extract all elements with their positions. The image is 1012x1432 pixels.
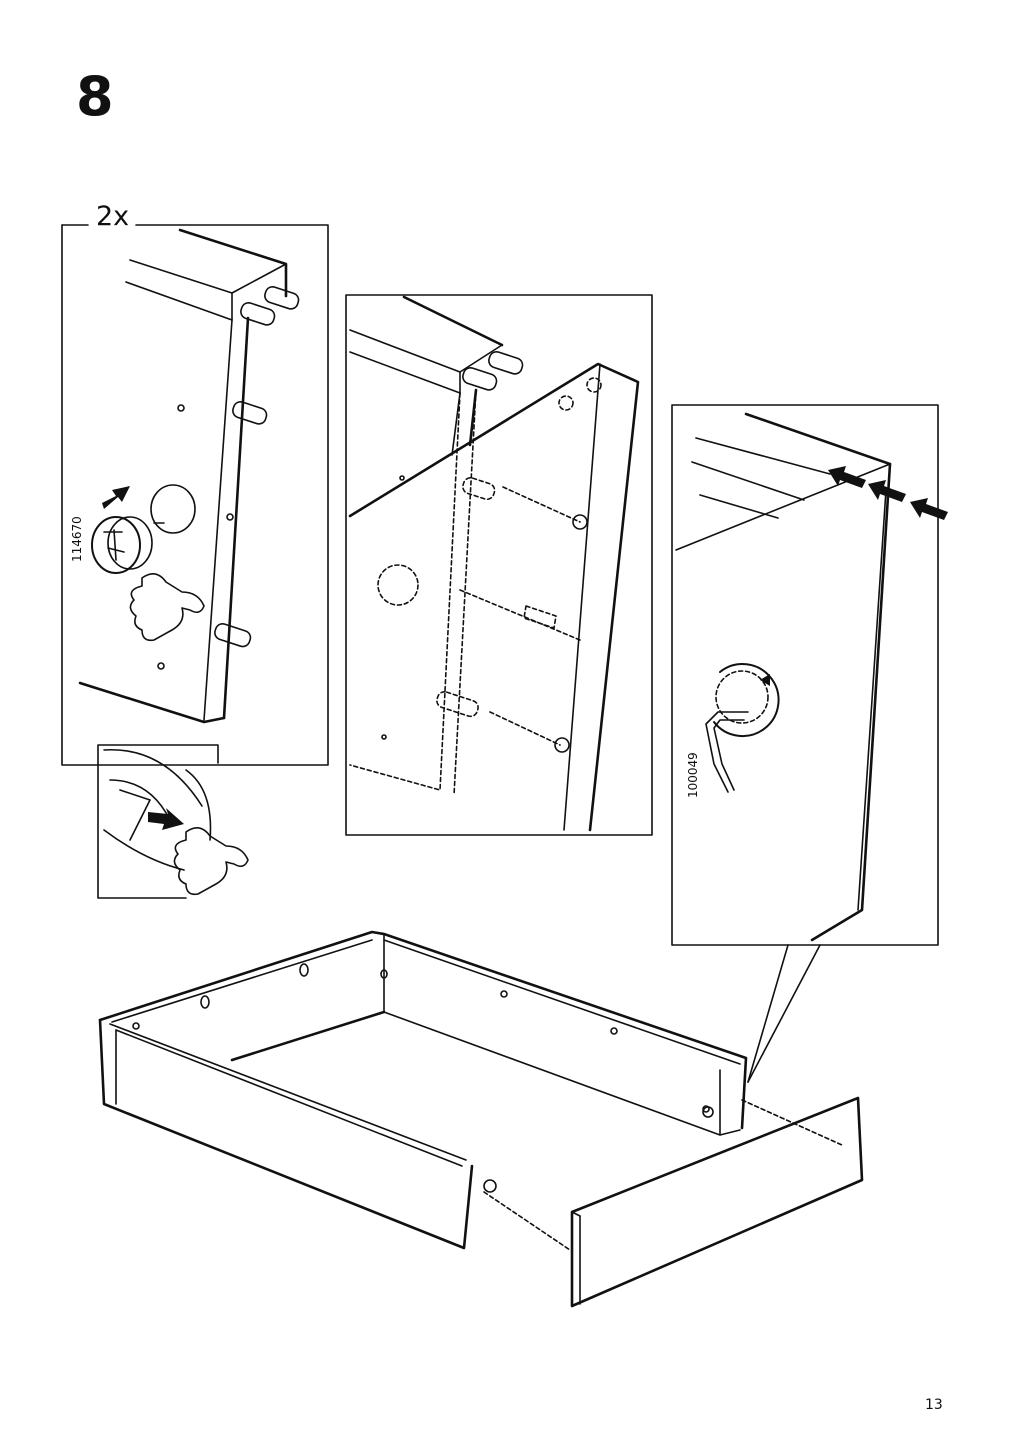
- quantity-label: 2x: [94, 201, 132, 232]
- cam-lock-icon: [91, 516, 153, 574]
- detail-box-dowel-insertion: [61, 224, 329, 766]
- dowel-icon: [214, 286, 300, 648]
- drawer-frame: [98, 930, 864, 1308]
- hand-icon: [173, 827, 249, 896]
- hand-icon: [129, 573, 205, 642]
- part-number-left: 114670: [70, 516, 84, 562]
- dowel-icon: [436, 351, 524, 718]
- zoom-inset: [97, 744, 249, 899]
- page-number: 13: [925, 1397, 943, 1413]
- arrow-icon: [102, 486, 130, 509]
- cam-lock-icon: [713, 663, 780, 738]
- arrow-icon: [828, 466, 948, 520]
- part-number-right: 100049: [686, 752, 700, 798]
- hole-icon: [132, 963, 714, 1193]
- arrow-icon: [148, 808, 184, 830]
- step-number: 8: [76, 65, 114, 128]
- allen-key-icon: [705, 711, 749, 793]
- detail-box-panel-joining: [345, 294, 653, 836]
- drawer-front-panel: [570, 1096, 864, 1308]
- detail-box-cam-tightening: [671, 404, 948, 946]
